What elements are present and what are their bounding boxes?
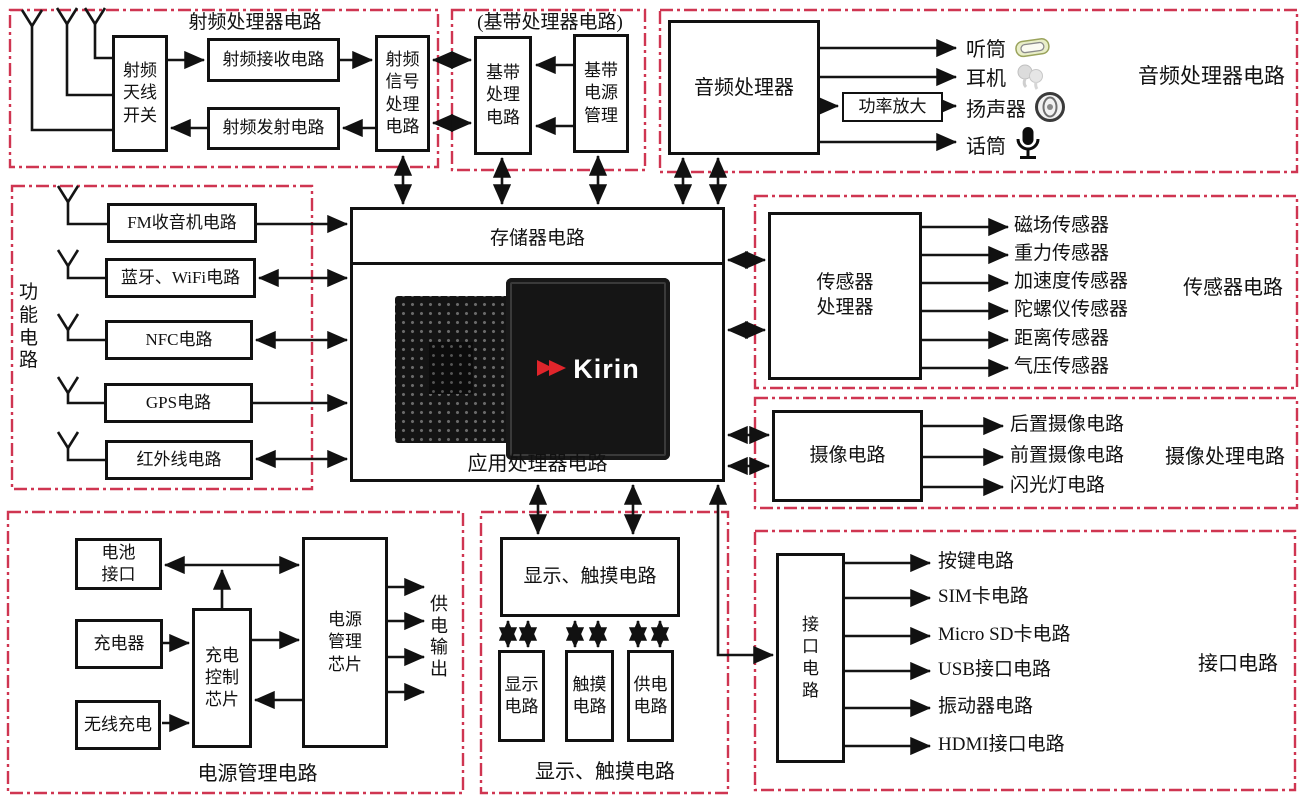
power-output-label: 供电输出 — [430, 594, 448, 679]
proximity-sensor-label: 距离传感器 — [1014, 328, 1110, 349]
display-touch-main-box: 显示、触摸电路 — [500, 537, 680, 617]
camera-circuit-box: 摄像电路 — [772, 410, 923, 502]
vibrator-label: 振动器电路 — [938, 696, 1034, 717]
power-section-title: 电源管理电路 — [197, 763, 318, 785]
microphone-label: 话筒 — [966, 135, 1006, 158]
power-amplifier-box: 功率放大 — [842, 92, 943, 122]
gravity-sensor-label: 重力传感器 — [1014, 243, 1110, 264]
rf-wires — [20, 7, 473, 206]
sensor-section-title: 传感器电路 — [1183, 277, 1283, 299]
display-section-title: 显示、触摸电路 — [535, 761, 675, 783]
camera-section-title: 摄像处理电路 — [1165, 446, 1285, 468]
earpiece-row: 听筒 — [966, 33, 1052, 62]
baseband-section-title: (基带处理器电路) — [477, 12, 623, 33]
audio-section-title: 音频处理器电路 — [1138, 64, 1285, 88]
front-camera-label: 前置摄像电路 — [1010, 445, 1125, 466]
baseband-power-box: 基带电源管理 — [573, 34, 629, 153]
antenna-icon — [56, 249, 80, 269]
kirin-logo-icon — [536, 357, 568, 381]
headphone-label: 耳机 — [966, 68, 1006, 90]
earpiece-label: 听筒 — [966, 39, 1006, 61]
charge-control-chip-box: 充电控制芯片 — [192, 608, 252, 748]
sensor-wires — [726, 217, 1010, 378]
speaker-row: 扬声器 — [966, 91, 1066, 123]
rf-signal-processing-box: 射频信号处理电路 — [375, 35, 430, 152]
bga-package-image — [395, 296, 510, 443]
micro-sd-label: Micro SD卡电路 — [938, 624, 1071, 645]
wireless-charging-box: 无线充电 — [75, 700, 161, 750]
button-circuit-label: 按键电路 — [938, 551, 1015, 572]
rf-transmit-box: 射频发射电路 — [207, 107, 340, 150]
nfc-box: NFC电路 — [105, 320, 253, 360]
usb-label: USB接口电路 — [938, 659, 1051, 680]
microphone-icon — [1014, 126, 1042, 162]
antenna-icon — [56, 185, 80, 205]
memory-circuit-band: 存储器电路 — [353, 210, 722, 265]
flash-label: 闪光灯电路 — [1010, 475, 1106, 496]
pmic-box: 电源管理芯片 — [302, 537, 388, 748]
rf-antenna-switch-box: 射频天线开关 — [112, 35, 168, 152]
headphone-icon — [1014, 63, 1046, 91]
rf-section-title: 射频处理器电路 — [188, 12, 322, 33]
application-processor-label: 应用处理器电路 — [467, 453, 608, 475]
charger-box: 充电器 — [75, 619, 163, 669]
headphone-row: 耳机 — [966, 62, 1046, 91]
microphone-row: 话筒 — [966, 126, 1042, 162]
speaker-icon — [1034, 91, 1066, 123]
rf-receive-box: 射频接收电路 — [207, 38, 340, 82]
touch-circuit-box: 触摸电路 — [565, 650, 614, 742]
interface-section-title: 接口电路 — [1198, 653, 1278, 675]
earpiece-icon — [1014, 36, 1052, 60]
power-supply-circuit-box: 供电电路 — [627, 650, 674, 742]
interface-wires — [708, 483, 932, 756]
gps-box: GPS电路 — [104, 383, 253, 423]
bluetooth-wifi-box: 蓝牙、WiFi电路 — [105, 258, 256, 298]
hdmi-label: HDMI接口电路 — [938, 734, 1065, 755]
power-wires — [162, 555, 426, 733]
application-processor-block: 存储器电路 Kirin 应用处理器电路 — [350, 207, 725, 482]
interface-hub-box: 接口电路 — [776, 553, 845, 763]
infrared-box: 红外线电路 — [105, 440, 253, 480]
antenna-icon — [56, 376, 80, 396]
antenna-icon — [56, 313, 80, 333]
audio-wires — [673, 38, 958, 206]
rear-camera-label: 后置摄像电路 — [1010, 414, 1125, 435]
function-wires — [56, 185, 349, 469]
antenna-icon — [56, 431, 80, 451]
kirin-wordmark: Kirin — [573, 353, 640, 384]
camera-wires — [726, 416, 1005, 497]
barometer-label: 气压传感器 — [1014, 356, 1110, 377]
speaker-label: 扬声器 — [966, 98, 1026, 121]
battery-connector-box: 电池接口 — [75, 538, 162, 590]
accelerometer-label: 加速度传感器 — [1014, 271, 1129, 292]
sensor-processor-box: 传感器处理器 — [768, 212, 922, 380]
sim-card-label: SIM卡电路 — [938, 586, 1029, 607]
baseband-wires — [492, 55, 608, 206]
baseband-processing-box: 基带处理电路 — [474, 36, 532, 155]
kirin-chip-image: Kirin — [506, 278, 670, 460]
antenna-icon — [20, 9, 44, 29]
gyroscope-label: 陀螺仪传感器 — [1014, 299, 1129, 320]
magnetic-sensor-label: 磁场传感器 — [1014, 215, 1110, 236]
audio-processor-box: 音频处理器 — [668, 20, 820, 155]
display-circuit-box: 显示电路 — [498, 650, 545, 742]
display-wires — [498, 483, 670, 649]
fm-radio-box: FM收音机电路 — [107, 203, 257, 243]
function-section-title: 功能电路 — [19, 282, 39, 372]
